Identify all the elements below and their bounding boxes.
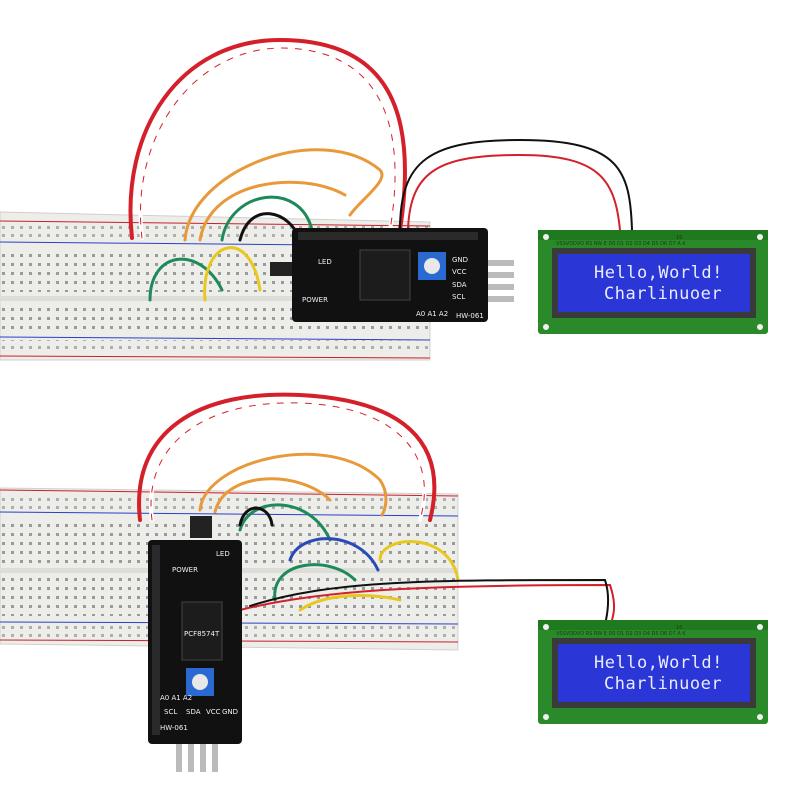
- top-lcd-display: VSSVDDVO RS RW E D0 D1 D2 D3 D4 D5 D6 D7…: [538, 230, 768, 334]
- top-address-label: A0 A1 A2: [416, 310, 448, 318]
- top-scl-label: SCL: [452, 293, 465, 301]
- top-lcd-pin-labels: VSSVDDVO RS RW E D0 D1 D2 D3 D4 D5 D6 D7…: [556, 241, 686, 247]
- top-sda-label: SDA: [452, 281, 467, 289]
- bottom-lcd-display: VSSVDDVO RS RW E D0 D1 D2 D3 D4 D5 D6 D7…: [538, 620, 768, 724]
- bottom-lcd-line-1: Hello,World!: [594, 653, 723, 673]
- top-led-label: LED: [318, 258, 332, 266]
- bottom-lcd-line-2: Charlinuoer: [604, 674, 722, 694]
- bottom-i2c-module: LED POWER PCF8574T A0 A1 A2 SCL SDA VCC …: [148, 516, 242, 772]
- bottom-lcd-pin-labels: VSSVDDVO RS RW E D0 D1 D2 D3 D4 D5 D6 D7…: [556, 631, 686, 637]
- bottom-vcc-label: VCC: [206, 708, 221, 716]
- top-i2c-module: LED POWER GND VCC SDA SCL A0 A1 A2 HW-06…: [270, 228, 514, 322]
- bottom-scl-label: SCL: [164, 708, 177, 716]
- top-vcc-label: VCC: [452, 268, 467, 276]
- bottom-sda-label: SDA: [186, 708, 201, 716]
- bottom-led-label: LED: [216, 550, 230, 558]
- top-power-label: POWER: [302, 296, 328, 304]
- bottom-address-label: A0 A1 A2: [160, 694, 192, 702]
- top-model-label: HW-061: [456, 312, 484, 320]
- bottom-gnd-label: GND: [222, 708, 238, 716]
- bottom-lcd-pin-number: 16: [676, 625, 682, 631]
- top-lcd-line-1: Hello,World!: [594, 263, 723, 283]
- bottom-jumper-wires: [137, 392, 616, 621]
- bottom-chip-label: PCF8574T: [184, 630, 220, 638]
- top-lcd-line-2: Charlinuoer: [604, 284, 722, 304]
- top-lcd-pin-number: 16: [676, 235, 682, 241]
- bottom-model-label: HW-061: [160, 724, 188, 732]
- bottom-power-label: POWER: [172, 566, 198, 574]
- top-gnd-label: GND: [452, 256, 468, 264]
- top-jumper-wires: [128, 37, 633, 302]
